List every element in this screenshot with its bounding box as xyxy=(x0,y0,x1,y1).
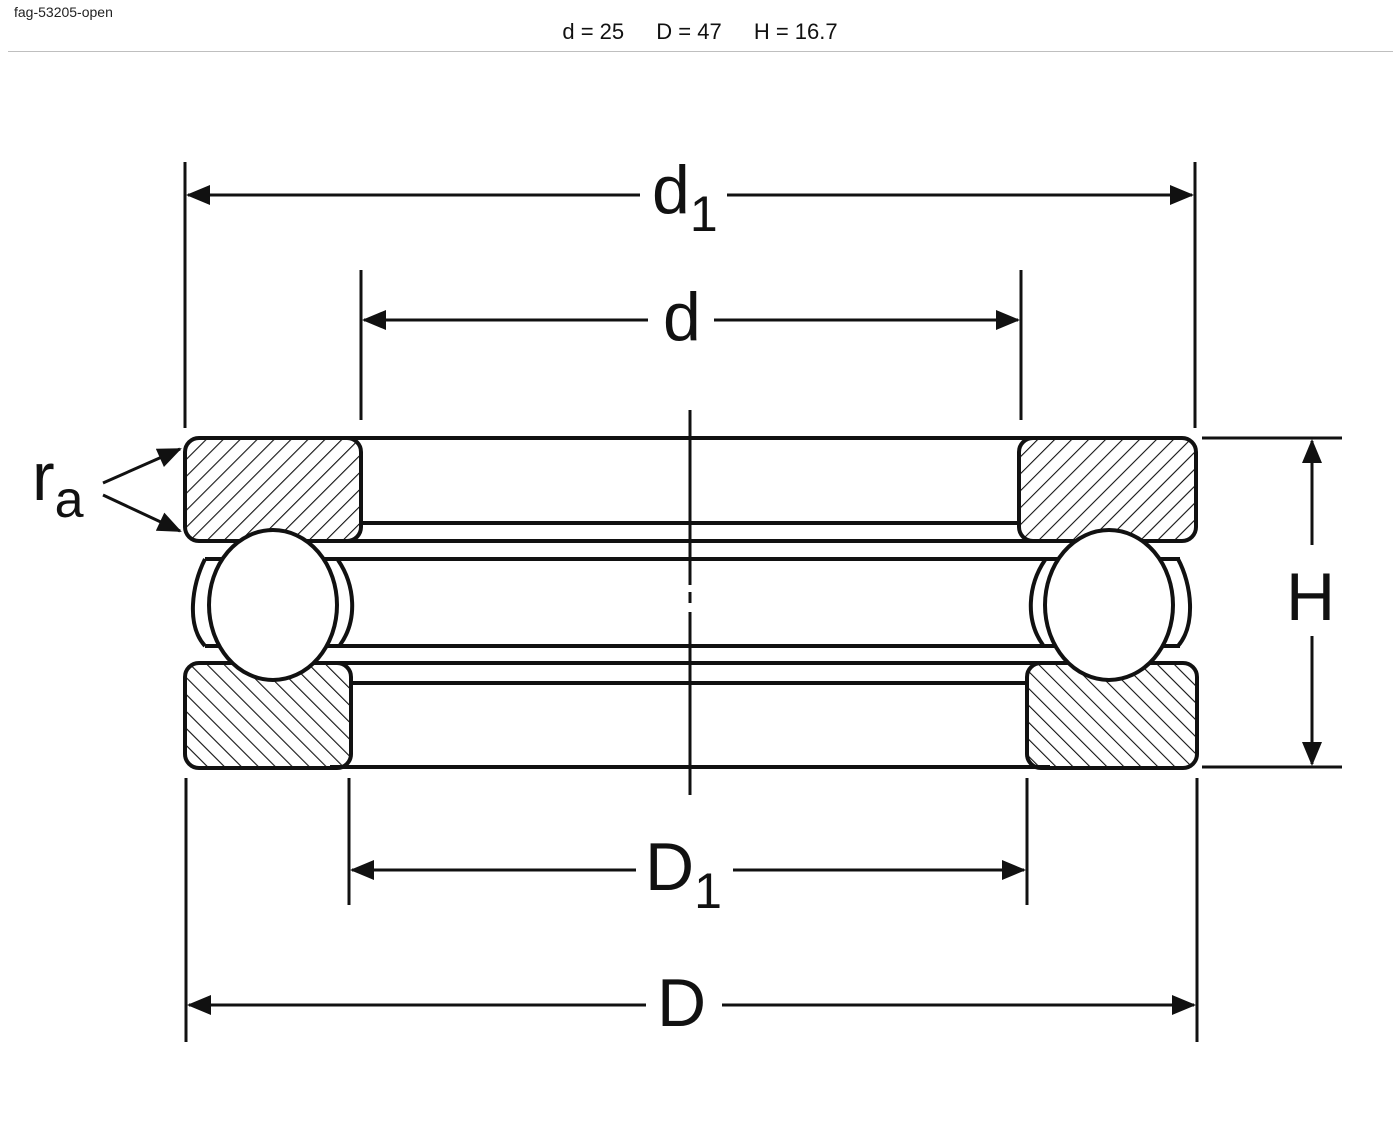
shaft-washer-right-section xyxy=(1017,436,1198,543)
housing-washer xyxy=(183,661,1199,770)
rolling-elements xyxy=(207,528,1175,682)
label-d1: d1 xyxy=(652,152,718,242)
leader-ra-bottom xyxy=(102,493,182,533)
dimension-d-value: d = 25 xyxy=(562,19,625,44)
cage-left-outer xyxy=(191,558,207,648)
leader-ra-top xyxy=(102,447,182,485)
header-divider xyxy=(8,51,1393,52)
cage-right-inner xyxy=(1028,558,1047,647)
label-H: H xyxy=(1286,559,1335,635)
label-D: D xyxy=(657,965,706,1041)
extension-lines xyxy=(183,162,1342,1042)
dimension-D-value: D = 47 xyxy=(656,19,722,44)
document-id: fag-53205-open xyxy=(14,4,113,20)
dimensions-header: d = 25 D = 47 H = 16.7 xyxy=(0,19,1400,45)
cage-right-outer xyxy=(1176,558,1192,648)
ball-left xyxy=(207,528,339,682)
label-ra: ra xyxy=(32,439,84,529)
label-D1: D1 xyxy=(645,829,722,919)
label-d: d xyxy=(663,279,701,355)
ball-right xyxy=(1043,528,1175,682)
dimension-labels: d1 d D1 D H ra xyxy=(32,152,1335,1041)
ball-cage xyxy=(191,557,1192,648)
dimension-H-value: H = 16.7 xyxy=(753,19,838,44)
dimension-lines xyxy=(102,185,1322,1015)
shaft-washer-left-section xyxy=(183,436,363,543)
cage-left-inner xyxy=(336,558,355,647)
